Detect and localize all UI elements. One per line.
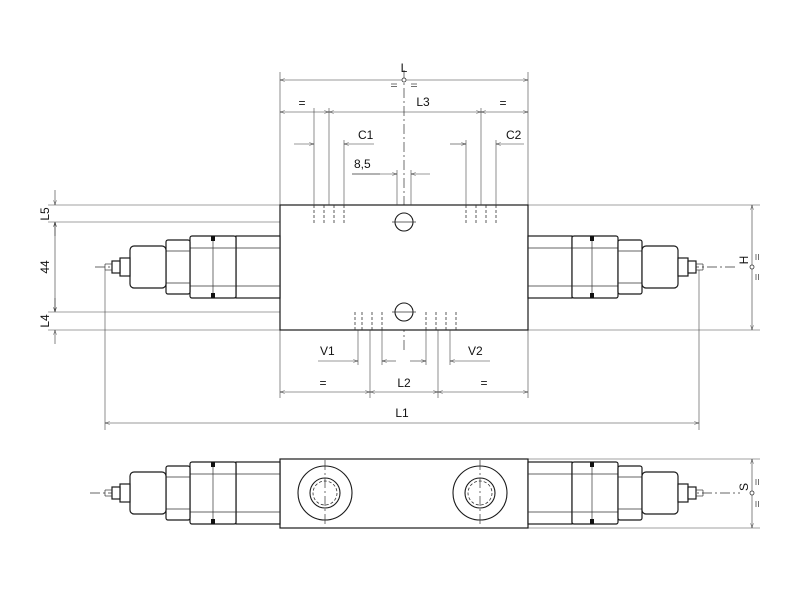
label-V1: V1 xyxy=(320,344,335,358)
label-44: 44 xyxy=(38,260,52,274)
label-equal-bottom-left: = xyxy=(319,376,326,390)
label-H: H xyxy=(737,256,751,265)
label-L: L xyxy=(401,61,408,75)
label-L5: L5 xyxy=(38,207,52,221)
label-8-5: 8,5 xyxy=(354,157,371,171)
label-L2: L2 xyxy=(397,376,411,390)
label-equal-top-right: = xyxy=(499,96,506,110)
label-C1: C1 xyxy=(358,128,374,142)
label-V2: V2 xyxy=(468,344,483,358)
label-equal-top-left: = xyxy=(298,96,305,110)
right-cartridge-front xyxy=(527,461,704,525)
label-L1: L1 xyxy=(395,406,409,420)
label-C2: C2 xyxy=(506,128,522,142)
left-cartridge xyxy=(104,235,281,299)
label-L3: L3 xyxy=(416,95,430,109)
top-view: L L3 = = C1 C2 8,5 L5 44 L4 H xyxy=(38,61,760,430)
label-S: S xyxy=(737,483,751,491)
right-cartridge xyxy=(527,235,704,299)
front-view: S xyxy=(90,458,760,529)
label-L4: L4 xyxy=(38,314,52,328)
left-cartridge-front xyxy=(104,461,281,525)
label-equal-bottom-right: = xyxy=(480,376,487,390)
